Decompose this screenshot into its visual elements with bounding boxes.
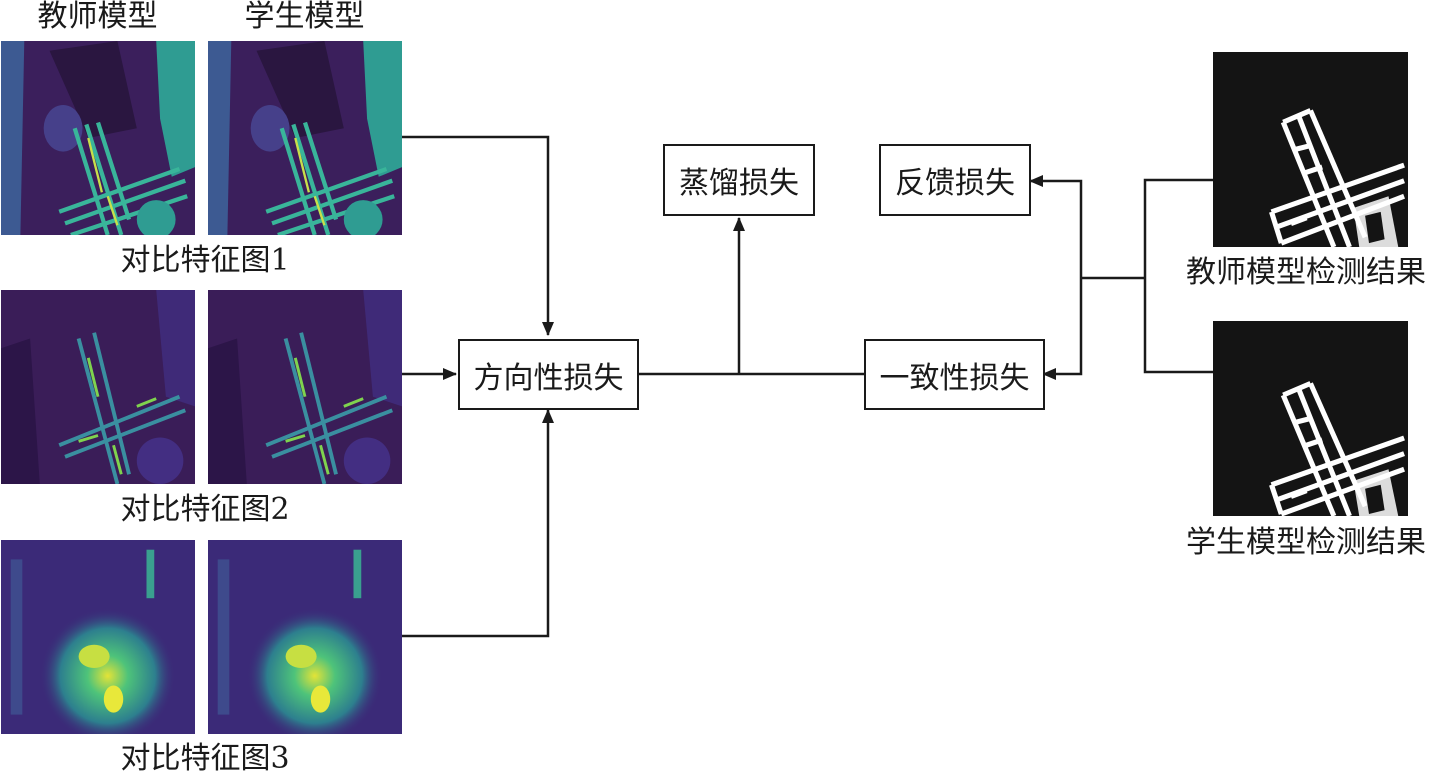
arrow-to-feedback — [1029, 175, 1083, 278]
teacher-detection-image — [1213, 52, 1408, 247]
feedback-loss-label: 反馈损失 — [895, 166, 1015, 201]
student-feature-map-3 — [208, 540, 402, 734]
feature-map-caption-1: 对比特征图1 — [120, 243, 290, 278]
student-feature-map-1 — [208, 41, 402, 235]
arrow-to-consistency — [1042, 278, 1083, 380]
teacher-model-label: 教师模型 — [37, 0, 158, 34]
arrow-map1-to-directional — [402, 135, 554, 336]
student-detection-image — [1213, 321, 1408, 516]
feature-map-caption-3: 对比特征图3 — [120, 741, 290, 776]
feature-map-caption-2: 对比特征图2 — [120, 492, 290, 527]
student-feature-map-2 — [208, 290, 402, 484]
feature-map-image — [1, 41, 195, 235]
directional-loss-box: 方向性损失 — [458, 339, 639, 410]
teacher-feature-map-2 — [1, 290, 195, 484]
directional-loss-label: 方向性损失 — [473, 360, 624, 396]
consistency-loss-label: 一致性损失 — [879, 360, 1030, 396]
feedback-loss-box: 反馈损失 — [879, 144, 1031, 216]
consistency-loss-box: 一致性损失 — [864, 339, 1045, 410]
feature-map-image — [1, 540, 195, 734]
arrow-map3-to-directional — [402, 409, 554, 638]
feature-map-image — [1, 290, 195, 484]
detection-mask — [1269, 381, 1405, 516]
detection-mask — [1269, 108, 1406, 247]
teacher-detection-caption: 教师模型检测结果 — [1186, 255, 1426, 290]
distillation-loss-label: 蒸馏损失 — [679, 166, 799, 201]
feature-map-image — [208, 290, 402, 484]
student-model-label: 学生模型 — [244, 0, 365, 34]
distillation-loss-box: 蒸馏损失 — [663, 144, 815, 216]
student-detection-caption: 学生模型检测结果 — [1186, 525, 1426, 560]
feature-map-image — [208, 540, 402, 734]
feature-map-image — [208, 41, 402, 235]
teacher-feature-map-1 — [1, 41, 195, 235]
teacher-feature-map-3 — [1, 540, 195, 734]
